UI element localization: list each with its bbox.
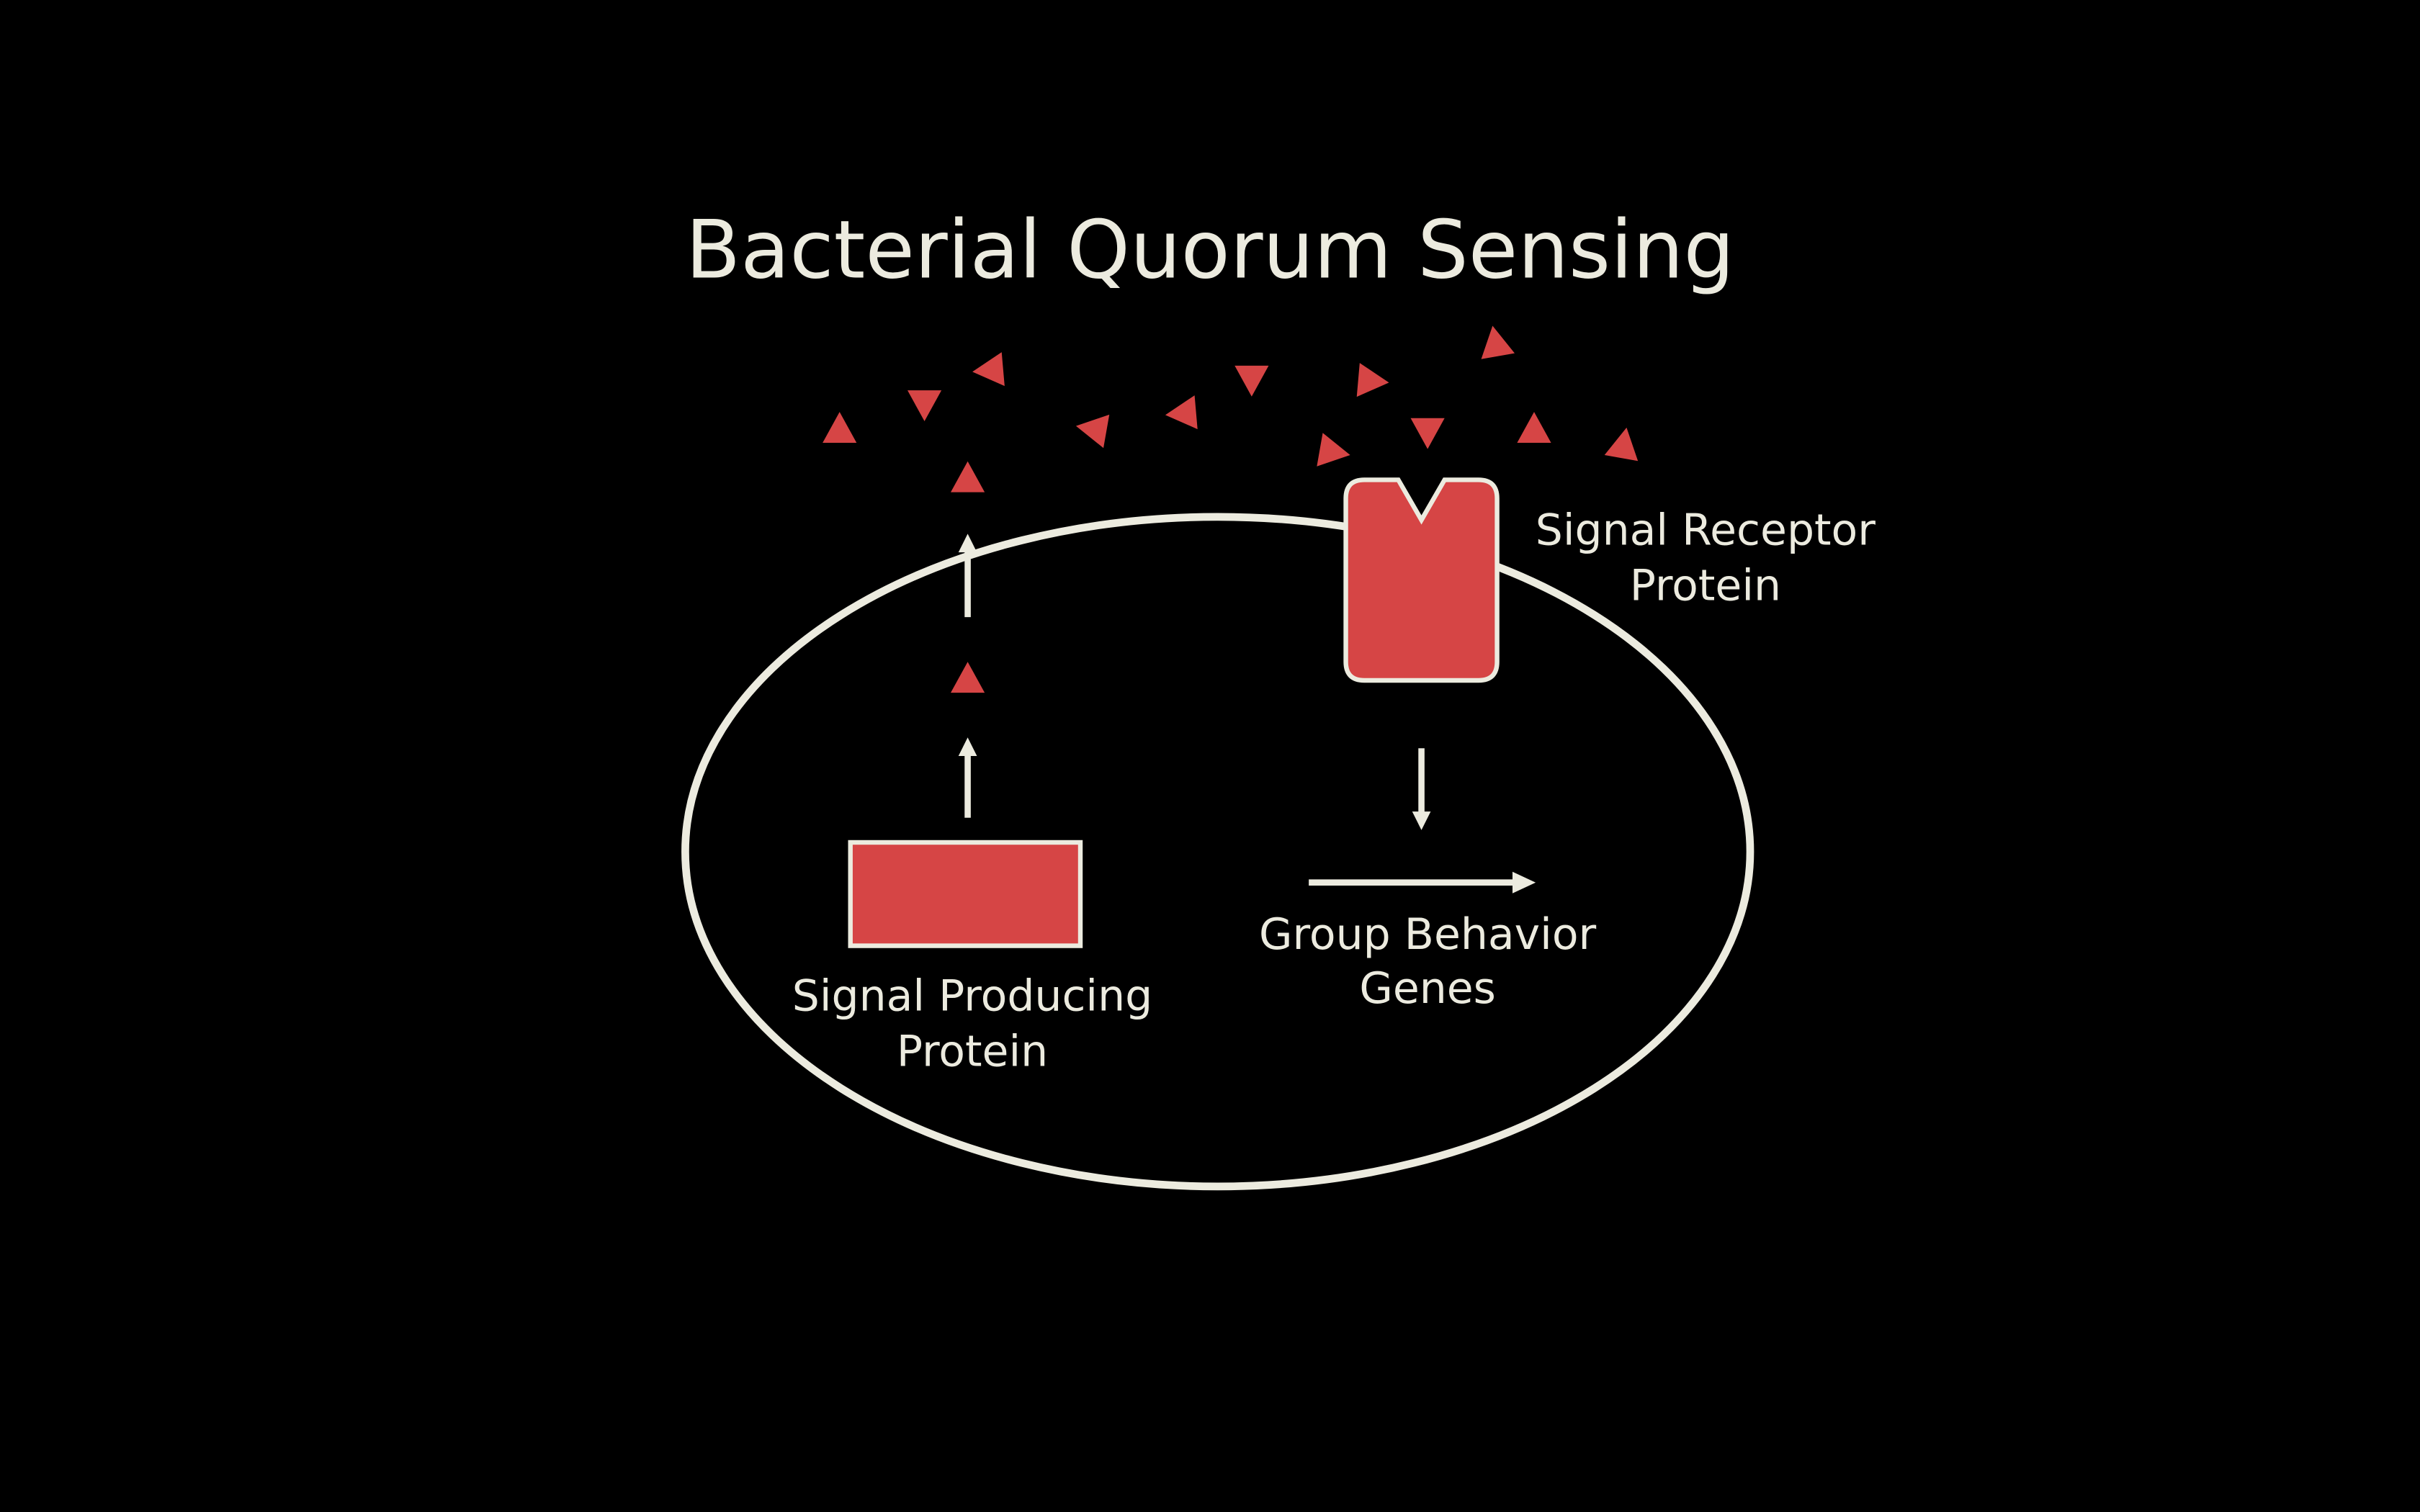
slide-title: Bacterial Quorum Sensing bbox=[686, 204, 1735, 297]
signal-molecule-triangle bbox=[1165, 395, 1198, 430]
signal-molecule-triangle bbox=[908, 390, 942, 421]
signal-molecules bbox=[823, 325, 1639, 693]
signal-producing-protein bbox=[848, 840, 1083, 948]
signal-molecule-triangle bbox=[1356, 363, 1389, 397]
right-arrow-icon bbox=[1309, 871, 1536, 894]
up-arrow-icon bbox=[958, 737, 977, 818]
genes-label-line2: Genes bbox=[1359, 963, 1496, 1014]
signal-molecule-triangle bbox=[1517, 412, 1551, 443]
signal-molecule-triangle bbox=[1604, 427, 1639, 462]
genes-label-line1: Group Behavior bbox=[1259, 909, 1596, 960]
signal-molecule-triangle bbox=[1075, 414, 1110, 449]
signal-receptor-protein bbox=[1343, 477, 1500, 683]
receptor-label-line2: Protein bbox=[1630, 561, 1781, 611]
signal-molecule-triangle bbox=[972, 352, 1005, 387]
signal-molecule-triangle bbox=[1410, 418, 1445, 449]
producer-label-line1: Signal Producing bbox=[792, 971, 1152, 1022]
bacterial-cell-membrane bbox=[681, 513, 1754, 1191]
signal-molecule-triangle bbox=[823, 412, 857, 443]
signal-molecule-triangle bbox=[1317, 433, 1350, 467]
signal-molecule-triangle bbox=[951, 662, 985, 693]
producer-label-line2: Protein bbox=[897, 1027, 1048, 1077]
signal-molecule-triangle bbox=[951, 461, 985, 492]
signal-molecule-triangle bbox=[1481, 325, 1515, 359]
receptor-label-line1: Signal Receptor bbox=[1536, 505, 1876, 555]
down-arrow-icon bbox=[1412, 748, 1431, 830]
signal-molecule-triangle bbox=[1234, 365, 1269, 397]
up-arrow-icon bbox=[958, 534, 977, 618]
